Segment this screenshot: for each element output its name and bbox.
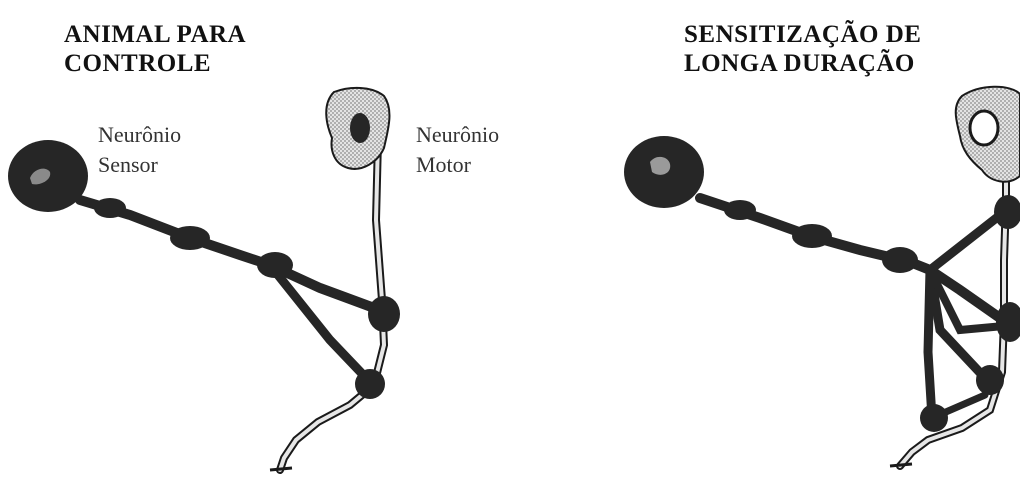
sensitized-sensory-branch [930,212,1004,270]
sensory-neuron-label: Neurônio Sensor [98,120,181,180]
sensitized-title-line-2: LONGA DURAÇÃO [684,49,921,78]
sensory-label-line-1: Neurônio [98,120,181,150]
control-axon-swelling [94,198,126,218]
sensitized-sensory-branch [928,270,932,418]
sensitized-panel [624,87,1020,466]
sensitized-title-line-1: SENSITIZAÇÃO DE [684,20,921,49]
sensory-label-line-2: Sensor [98,150,181,180]
sensitized-synapse [994,195,1020,229]
sensitized-panel-title: SENSITIZAÇÃO DE LONGA DURAÇÃO [684,20,921,78]
sensitized-synapse [976,365,1004,395]
control-motor-nucleus [350,113,370,143]
control-synapse [368,296,400,332]
control-sensory-axon [80,200,385,312]
motor-label-line-2: Motor [416,150,499,180]
sensitized-axon-swelling [724,200,756,220]
sensitized-axon-swelling [882,247,918,273]
motor-label-line-1: Neurônio [416,120,499,150]
motor-neuron-label: Neurônio Motor [416,120,499,180]
sensitized-motor-nucleus [970,111,998,145]
sensitized-synapse [920,404,948,432]
sensitized-axon-swelling [792,224,832,248]
sensitized-sensory-nucleus [650,157,670,175]
control-title-line-1: ANIMAL PARA [64,20,246,49]
control-title-line-2: CONTROLE [64,49,246,78]
control-panel-title: ANIMAL PARA CONTROLE [64,20,246,78]
control-axon-swelling [257,252,293,278]
control-synapse [355,369,385,399]
control-panel [8,88,400,470]
control-axon-swelling [170,226,210,250]
